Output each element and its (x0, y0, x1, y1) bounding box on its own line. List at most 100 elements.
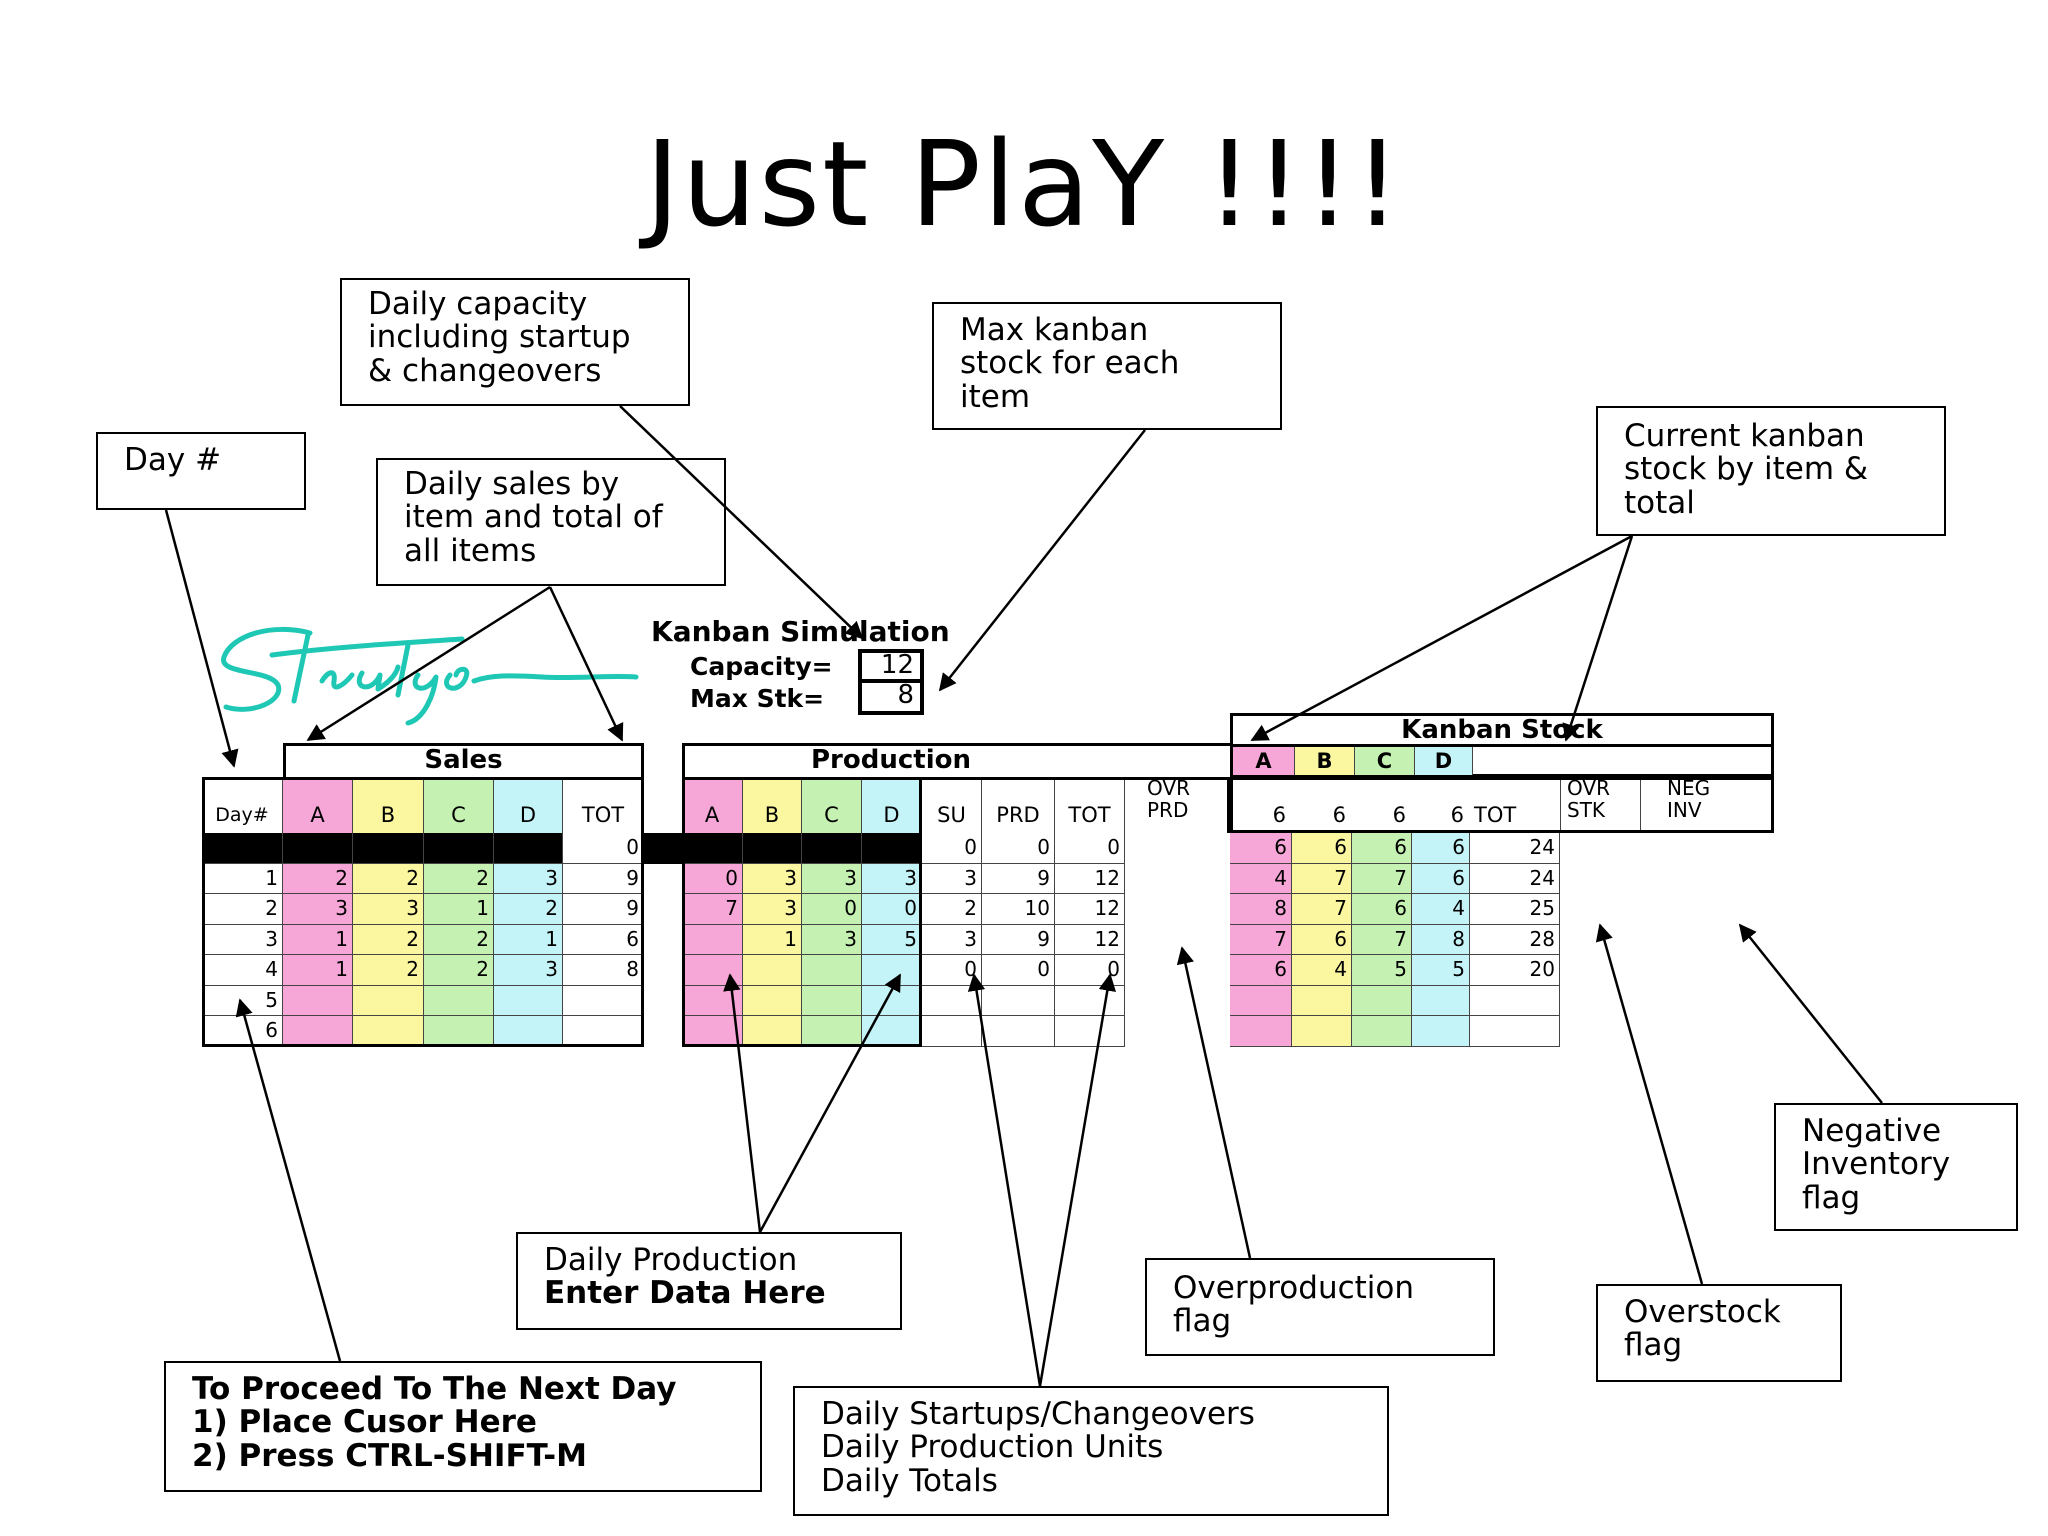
production-entry-cell[interactable]: 3 (802, 924, 862, 955)
sales-cell[interactable]: 3 (494, 955, 563, 986)
sales-cell[interactable]: 2 (353, 924, 424, 955)
production-entry-cell[interactable] (682, 955, 743, 986)
sales-cell[interactable]: 0 (563, 833, 644, 864)
production-group-header: Production (682, 743, 1234, 777)
production-entry-cell[interactable]: 1 (743, 924, 802, 955)
kanban-stock-cell (1412, 1016, 1470, 1047)
production-entry-cell[interactable]: 0 (862, 894, 922, 925)
callout-daily-sales: Daily sales by item and total of all ite… (376, 458, 726, 586)
sales-cell[interactable] (283, 1016, 353, 1047)
production-entry-cell[interactable] (862, 833, 922, 864)
kanban-letter-header: C (1355, 747, 1415, 775)
sales-cell[interactable] (424, 985, 494, 1016)
sales-cell[interactable]: 3 (353, 894, 424, 925)
callout-max-kanban: Max kanban stock for each item (932, 302, 1282, 430)
sales-cell[interactable] (563, 985, 644, 1016)
sales-cell[interactable]: 3 (283, 894, 353, 925)
sales-cell[interactable]: 1 (283, 924, 353, 955)
strategos-logo (221, 626, 639, 726)
sales-cell[interactable] (563, 1016, 644, 1047)
sales-cell[interactable] (424, 833, 494, 864)
sales-cell[interactable] (353, 833, 424, 864)
sales-cell[interactable] (283, 833, 353, 864)
callout-overproduction: Overproduction flag (1145, 1258, 1495, 1356)
sales-cell[interactable] (353, 985, 424, 1016)
production-total-cell: 9 (982, 863, 1055, 894)
sales-cell[interactable] (494, 985, 563, 1016)
production-col-header: D (862, 777, 922, 833)
capacity-value[interactable]: 12 (858, 649, 924, 683)
production-entry-cell[interactable]: 0 (682, 863, 743, 894)
sales-cell[interactable]: 3 (494, 863, 563, 894)
kanban-stock-cell: 5 (1412, 955, 1470, 986)
sales-cell[interactable] (494, 833, 563, 864)
kanban-stock-cell: 7 (1292, 894, 1352, 925)
kanban-max-header: 6 (1412, 777, 1470, 833)
production-entry-cell[interactable] (743, 833, 802, 864)
sales-cell[interactable]: 9 (563, 894, 644, 925)
kanban-letters-row-outline (1230, 745, 1774, 777)
kanban-max-header: 6 (1352, 777, 1412, 833)
callout-line: flag (1173, 1303, 1232, 1340)
sales-cell[interactable] (353, 1016, 424, 1047)
sales-cell[interactable]: 1 (283, 955, 353, 986)
production-total-cell (922, 1016, 982, 1047)
production-entry-cell[interactable] (682, 833, 743, 864)
kanban-total-cell: 28 (1470, 924, 1560, 955)
callout-line: Daily capacity (368, 286, 588, 322)
production-entry-cell[interactable] (682, 924, 743, 955)
kanban-stock-cell: 7 (1352, 924, 1412, 955)
sales-cell[interactable]: 1 (424, 894, 494, 925)
kanban-max-header: 6 (1230, 777, 1292, 833)
production-entry-cell[interactable] (743, 955, 802, 986)
production-entry-cell[interactable] (682, 985, 743, 1016)
sales-cell[interactable] (494, 1016, 563, 1047)
sales-cell[interactable]: 1 (494, 924, 563, 955)
sales-cell[interactable]: 2 (424, 863, 494, 894)
production-entry-cell[interactable]: 3 (743, 863, 802, 894)
production-entry-cell[interactable] (862, 985, 922, 1016)
sales-cell[interactable]: 2 (424, 955, 494, 986)
production-entry-cell[interactable] (743, 985, 802, 1016)
day-cell: 4 (202, 955, 283, 986)
production-total-cell: 12 (1055, 924, 1125, 955)
production-entry-cell[interactable]: 5 (862, 924, 922, 955)
production-entry-cell[interactable]: 3 (743, 894, 802, 925)
kanban-stock-cell: 4 (1412, 894, 1470, 925)
production-entry-cell[interactable]: 0 (802, 894, 862, 925)
sales-cell[interactable]: 2 (353, 863, 424, 894)
kanban-stock-cell: 6 (1412, 833, 1470, 864)
max-stk-value[interactable]: 8 (858, 679, 924, 715)
simulation-title: Kanban Simulation (651, 615, 950, 648)
callout-overstock: Overstock flag (1596, 1284, 1842, 1382)
production-entry-cell[interactable] (862, 1016, 922, 1047)
production-entry-cell[interactable] (802, 1016, 862, 1047)
production-entry-cell[interactable]: 3 (862, 863, 922, 894)
production-entry-cell[interactable] (862, 955, 922, 986)
callout-proceed: To Proceed To The Next Day 1) Place Cuso… (164, 1361, 762, 1492)
sales-cell[interactable]: 9 (563, 863, 644, 894)
sales-cell[interactable]: 8 (563, 955, 644, 986)
sales-cell[interactable]: 2 (353, 955, 424, 986)
production-entry-cell[interactable] (802, 833, 862, 864)
day-cell: 1 (202, 863, 283, 894)
production-entry-cell[interactable]: 7 (682, 894, 743, 925)
kanban-total-cell: 24 (1470, 833, 1560, 864)
kanban-stock-cell: 6 (1230, 833, 1292, 864)
production-entry-cell[interactable] (802, 985, 862, 1016)
callout-line: & changeovers (368, 352, 602, 389)
sales-cell[interactable]: 2 (494, 894, 563, 925)
sales-cell[interactable] (424, 1016, 494, 1047)
production-entry-cell[interactable]: 3 (802, 863, 862, 894)
production-entry-cell[interactable] (682, 1016, 743, 1047)
callout-line: flag (1624, 1327, 1683, 1364)
production-entry-cell[interactable] (743, 1016, 802, 1047)
callout-startups: Daily Startups/Changeovers Daily Product… (793, 1386, 1389, 1516)
sales-cell[interactable]: 2 (424, 924, 494, 955)
sales-cell[interactable]: 6 (563, 924, 644, 955)
production-entry-cell[interactable] (802, 955, 862, 986)
negative-inventory-header-line: NEG (1667, 776, 1711, 800)
callout-line: 1) Place Cusor Here (192, 1404, 537, 1441)
sales-cell[interactable]: 2 (283, 863, 353, 894)
sales-cell[interactable] (283, 985, 353, 1016)
